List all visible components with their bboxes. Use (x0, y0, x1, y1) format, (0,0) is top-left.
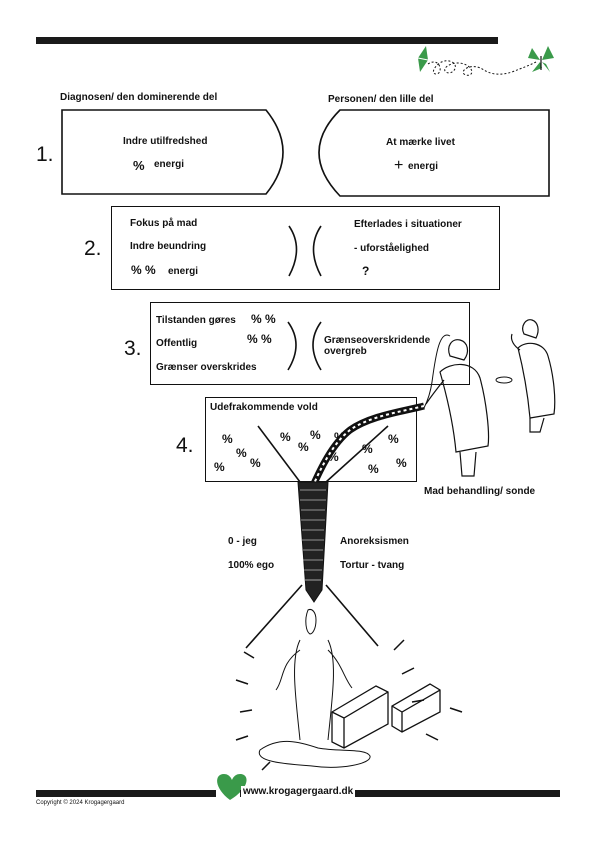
curly-line (427, 60, 537, 76)
row2-right-line1: Efterlades i situationer (354, 219, 462, 230)
butterfly-icon (528, 46, 554, 72)
row4-symbol: % (222, 432, 233, 446)
footer-copyright: Copyright © 2024 Krogagergaard (36, 800, 125, 806)
footer-rule-left (36, 790, 216, 797)
row4-symbol: % (362, 442, 373, 456)
funnel-right-line1: Anoreksismen (340, 536, 409, 547)
row1-left-energy-symbol: % (133, 158, 145, 173)
row4-symbol: % (298, 440, 309, 454)
footer-url[interactable]: www.krogagergaard.dk (241, 786, 356, 797)
row3-left-line1: Tilstanden gøres (156, 315, 236, 326)
row1-right-energy-symbol: + (394, 157, 404, 174)
row4-symbol: % (388, 432, 399, 446)
row4-symbol: % (280, 430, 291, 444)
row1-number: 1. (36, 143, 54, 166)
row3-symbol1: % % (251, 312, 276, 326)
row3-left-line2: Offentlig (156, 338, 198, 349)
funnel-right-line2: Tortur - tvang (340, 560, 405, 571)
row2-right-line3: ? (362, 264, 370, 278)
row1-left-energy: energi (154, 159, 185, 170)
row3-number: 3. (124, 337, 142, 360)
row1-right-text: At mærke livet (386, 137, 455, 148)
row3-right-line2: overgreb (324, 346, 367, 357)
row2-right-line2: - uforståelighed (354, 243, 430, 254)
row3-symbol2: % % (247, 332, 272, 346)
funnel-left-line2: 100% ego (228, 560, 275, 571)
row4-symbol: % (328, 450, 339, 464)
row4-symbol: % (310, 428, 321, 442)
row2-left-line2: Indre beundring (130, 241, 207, 252)
row4-symbol: % (250, 456, 261, 470)
row2-left-energy-symbol: % % (131, 263, 156, 277)
feeding-caption: Mad behandling/ sonde (424, 486, 536, 497)
row1-left-text: Indre utilfredshed (123, 136, 208, 147)
row3-box (150, 302, 470, 385)
funnel-left-line1: 0 - jeg (228, 536, 257, 547)
row2-left-line1: Fokus på mad (130, 218, 198, 229)
row4-symbol: % (396, 456, 407, 470)
row4-symbol: % (368, 462, 379, 476)
leaf-icon (417, 46, 429, 72)
row2-number: 2. (84, 237, 102, 260)
row4-number: 4. (176, 434, 194, 457)
row2-box (111, 206, 500, 290)
row2-left-energy: energi (168, 266, 199, 277)
row4-symbol: % (236, 446, 247, 460)
row1-right-energy: energi (408, 161, 439, 172)
footer-rule-right (240, 790, 560, 797)
row4-symbol: % (214, 460, 225, 474)
left-column-title: Diagnosen/ den dominerende del (60, 92, 218, 103)
top-rule (36, 37, 498, 44)
row4-title: Udefrakommende vold (210, 402, 318, 413)
right-column-title: Personen/ den lille del (328, 94, 434, 105)
row3-left-line3: Grænser overskrides (156, 362, 257, 373)
row3-right-line1: Grænseoverskridende (324, 335, 431, 346)
